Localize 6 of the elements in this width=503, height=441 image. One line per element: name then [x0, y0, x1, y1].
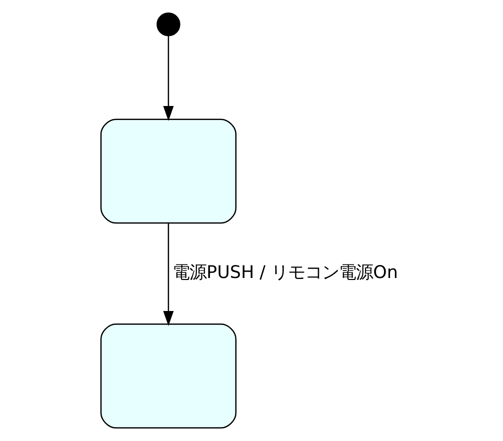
node-circle	[156, 12, 180, 36]
arrow	[163, 223, 174, 326]
node-box	[100, 118, 237, 224]
edge-label: 電源PUSH / リモコン電源On	[172, 263, 398, 284]
arrow	[163, 36, 174, 122]
node-box	[100, 324, 237, 428]
